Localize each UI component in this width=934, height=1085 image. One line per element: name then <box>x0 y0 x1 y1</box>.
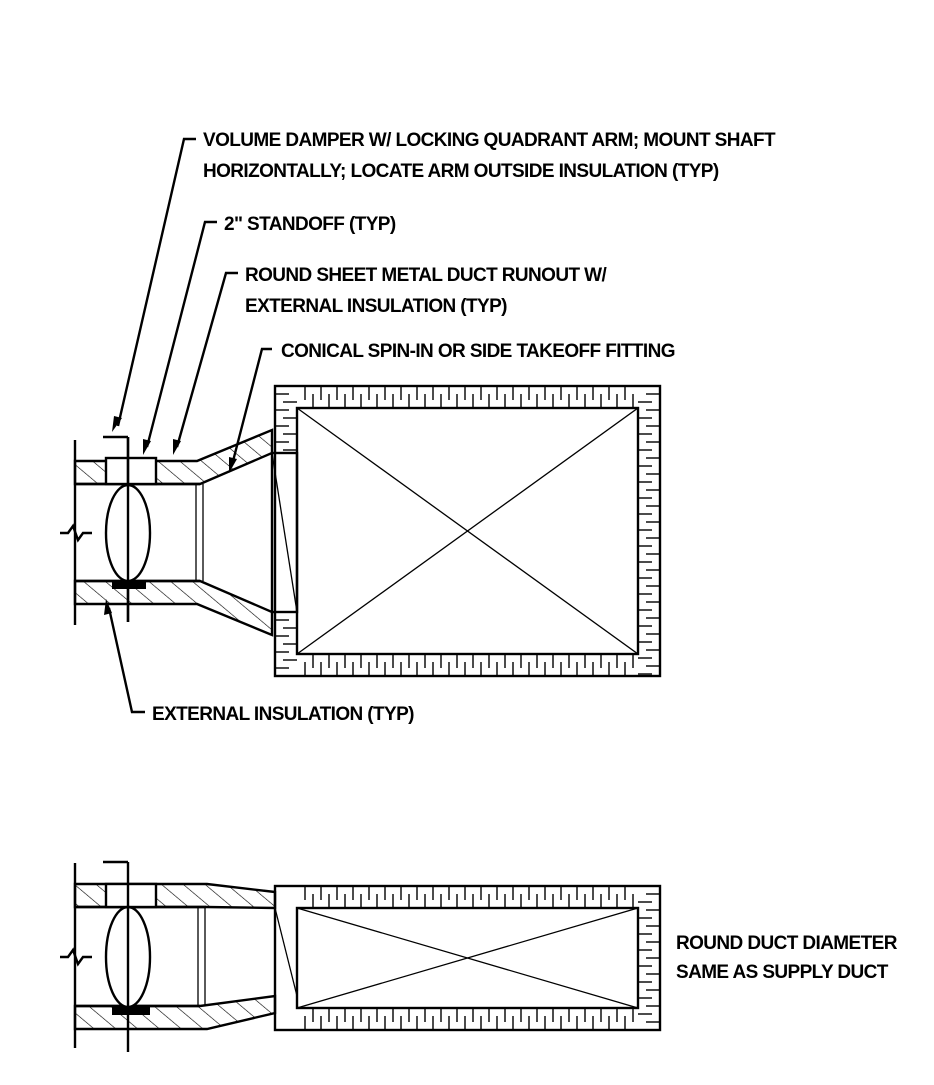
note-standoff: 2" STANDOFF (TYP) <box>224 214 396 235</box>
diffuser-box-small <box>273 884 662 1032</box>
note-runout-line2: EXTERNAL INSULATION (TYP) <box>245 296 507 317</box>
leader-runout <box>173 271 238 455</box>
insulation-ticks-right <box>638 893 660 1031</box>
insulation-ticks-right <box>638 393 660 675</box>
note-volume-damper-line2: HORIZONTALLY; LOCATE ARM OUTSIDE INSULAT… <box>203 161 719 182</box>
leader-volume-damper <box>112 137 196 432</box>
bottom-detail: ROUND DUCT DIAMETER SAME AS SUPPLY DUCT <box>60 860 898 1052</box>
insulation-ticks-bottom <box>304 654 634 676</box>
insulation-ticks-top <box>304 386 634 408</box>
diffuser-box-large <box>273 384 662 678</box>
round-duct-runout-bottom <box>60 860 298 1052</box>
note-runout-line1: ROUND SHEET METAL DUCT RUNOUT W/ <box>245 265 607 286</box>
note-external-insulation: EXTERNAL INSULATION (TYP) <box>152 704 414 725</box>
note-volume-damper-line1: VOLUME DAMPER W/ LOCKING QUADRANT ARM; M… <box>203 130 776 151</box>
insulation-ticks-top <box>304 886 634 908</box>
insulation-ticks-bottom <box>304 1008 634 1030</box>
leader-standoff <box>143 220 217 455</box>
top-detail: VOLUME DAMPER W/ LOCKING QUADRANT ARM; M… <box>60 130 777 725</box>
insulation-ticks-left <box>275 393 297 677</box>
round-duct-runout <box>60 428 274 637</box>
note-diameter-line2: SAME AS SUPPLY DUCT <box>676 962 889 983</box>
note-diameter-line1: ROUND DUCT DIAMETER <box>676 933 898 954</box>
leader-external-insulation <box>104 599 145 714</box>
note-fitting: CONICAL SPIN-IN OR SIDE TAKEOFF FITTING <box>281 341 675 362</box>
